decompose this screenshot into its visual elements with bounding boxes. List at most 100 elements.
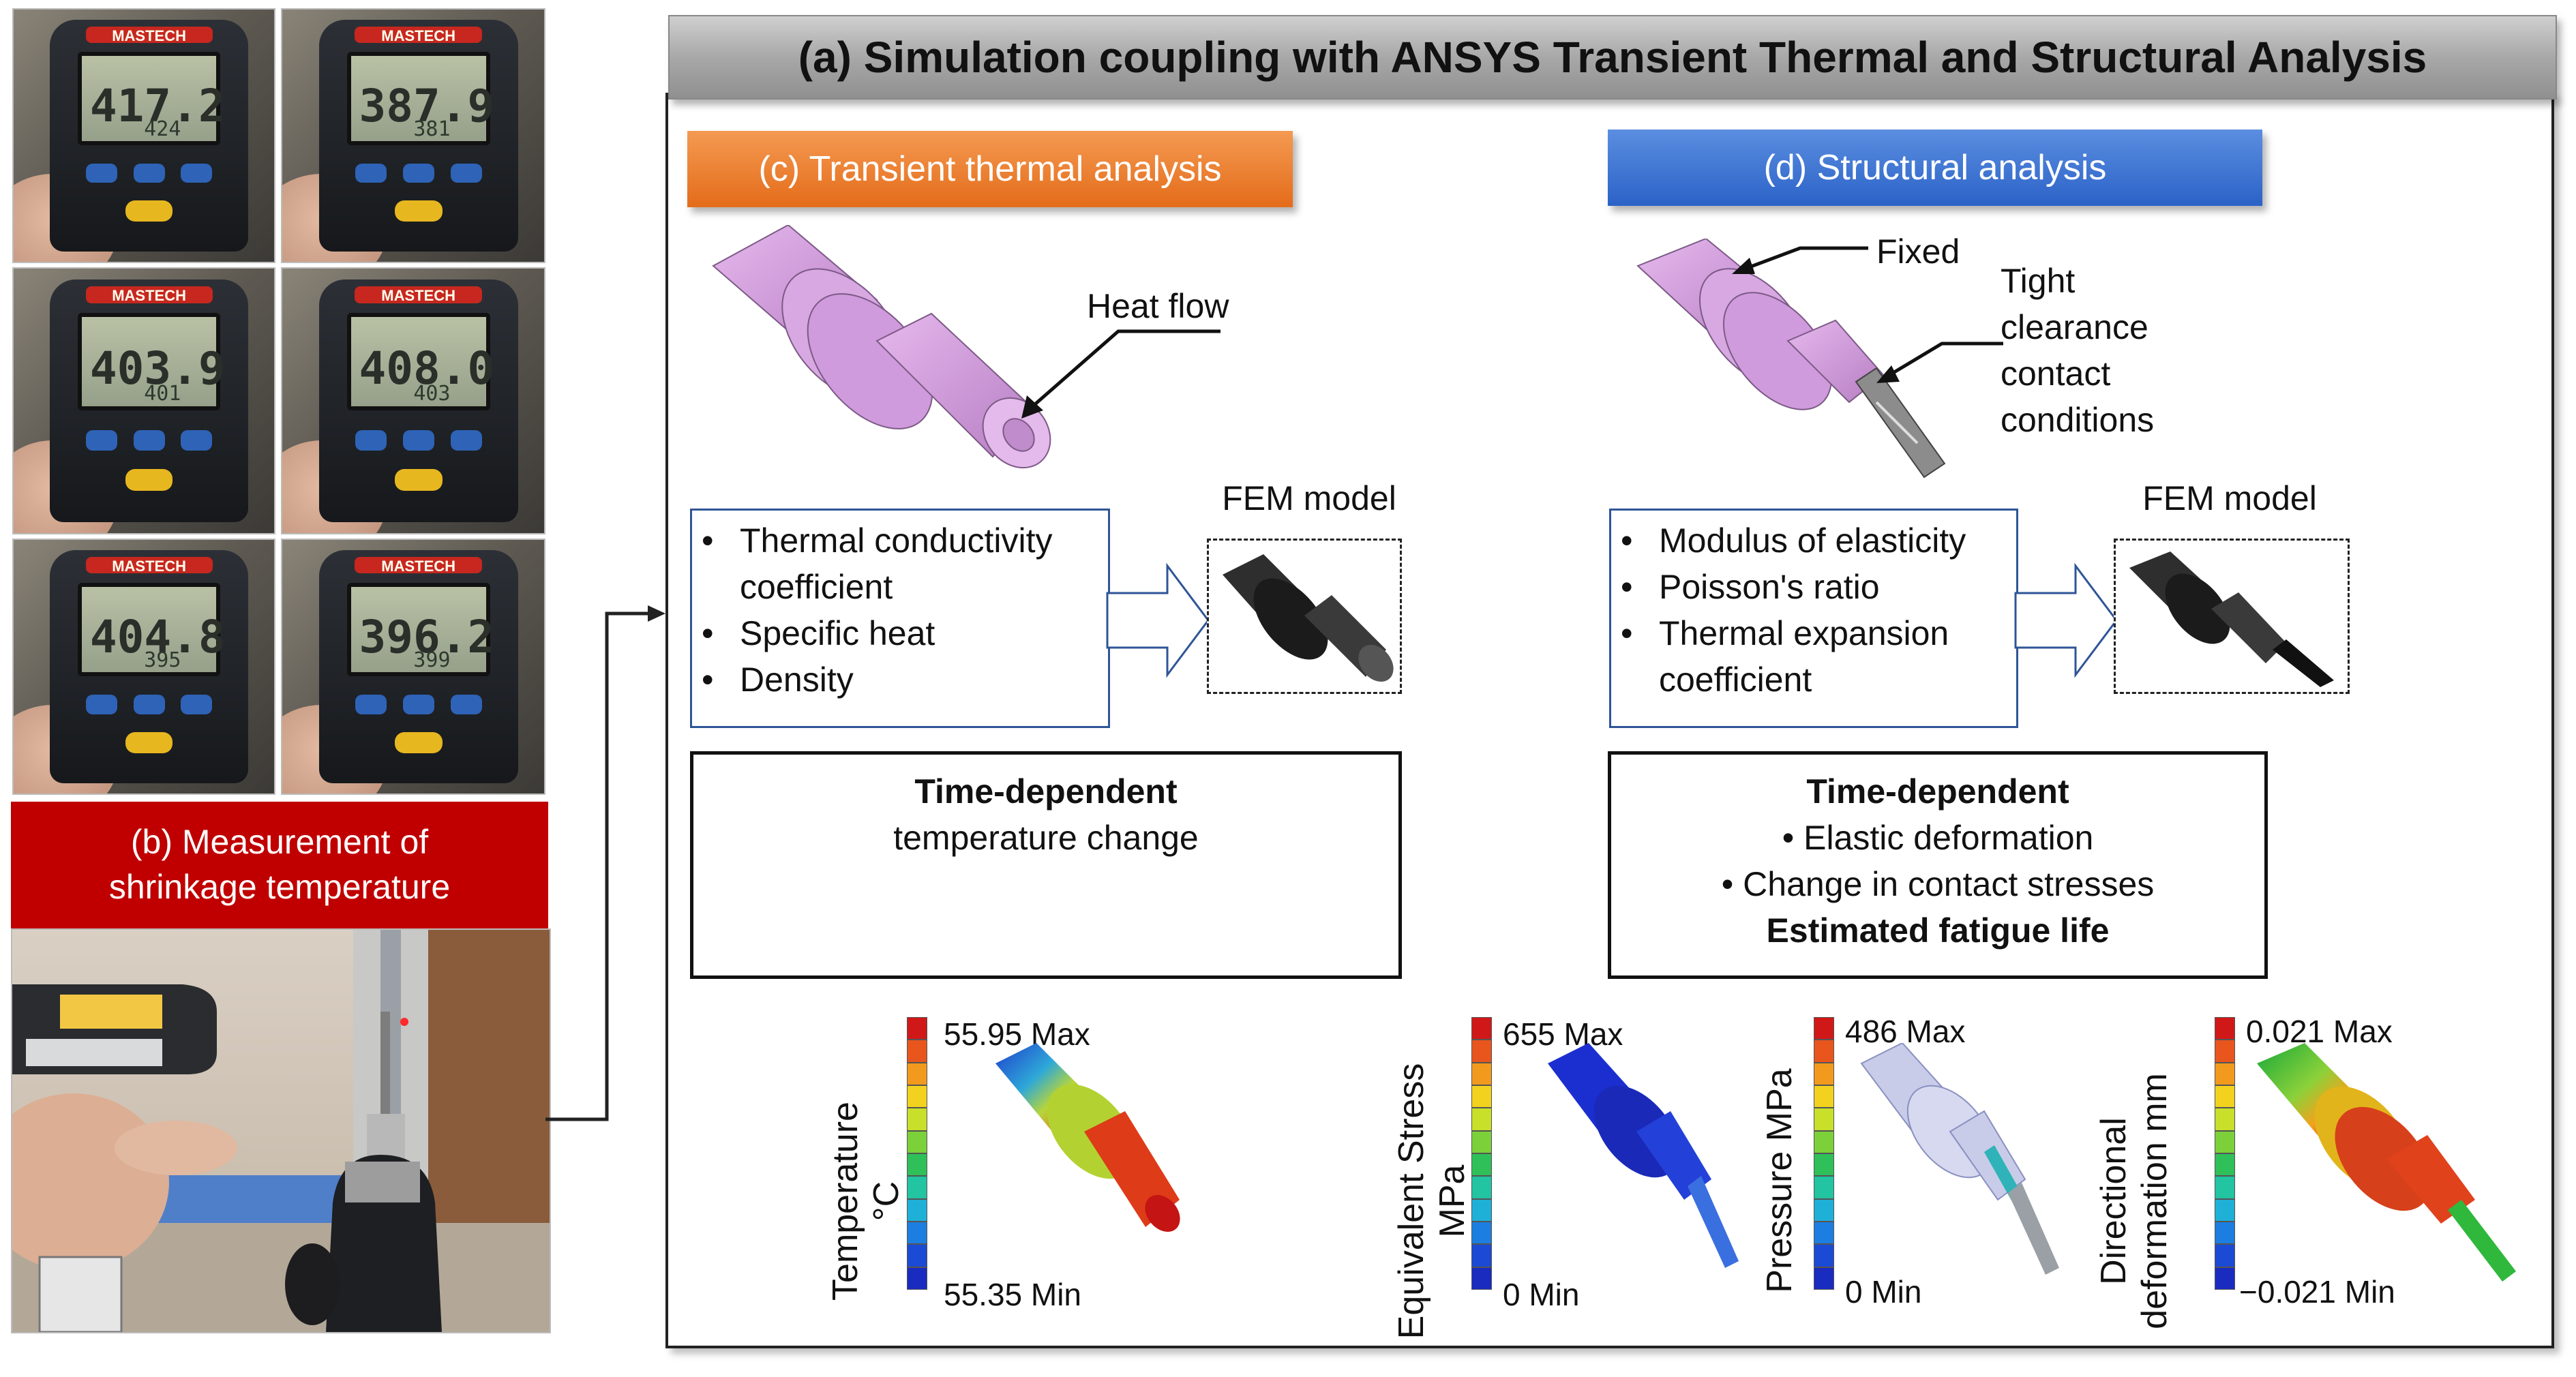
ir-thermometer-icon: MASTECH 387.9 381 (318, 19, 518, 252)
thermal-properties-box: •Thermal conductivity coefficient •Speci… (690, 509, 1110, 728)
contact-line: conditions (2001, 401, 2155, 439)
legend-swatch (1814, 1153, 1834, 1177)
bullet: • (1621, 521, 1633, 560)
stress-color-legend-icon (1471, 1017, 1492, 1290)
legend-unit: °C (867, 1181, 906, 1222)
pressure-axis-label: Pressure MPa (1759, 1065, 1800, 1297)
legend-label: Temperature (826, 1102, 865, 1301)
fem-mesh-icon (2129, 551, 2334, 687)
fixed-label: Fixed (1876, 232, 1960, 271)
legend-swatch (2215, 1153, 2235, 1177)
fem-mesh-icon (1223, 554, 1394, 682)
legend-max: 486 Max (1845, 1014, 1966, 1049)
legend-swatch (907, 1267, 927, 1290)
legend-swatch (1814, 1222, 1834, 1245)
structural-result-box: Time-dependent • Elastic deformation • C… (1608, 751, 2268, 979)
fem-model-box (2114, 539, 2350, 694)
structural-result-item: Elastic deformation (1803, 819, 2094, 857)
legend-swatch (907, 1130, 927, 1153)
structural-property: coefficient (1659, 661, 1812, 699)
stress-axis-label: Equivalent Stress MPa (1391, 1051, 1473, 1351)
legend-unit: deformation mm (2135, 1073, 2174, 1329)
bullet: • (1721, 865, 1734, 903)
ir-thermometer-icon: MASTECH 403.9 401 (50, 279, 248, 523)
legend-swatch (2215, 1017, 2235, 1040)
legend-swatch (2215, 1040, 2235, 1063)
legend-swatch (907, 1153, 927, 1177)
legend-swatch (2215, 1130, 2235, 1153)
meter-reading: 387.9 (359, 80, 495, 133)
structural-result-fatigue: Estimated fatigue life (1766, 911, 2110, 950)
legend-swatch (1814, 1108, 1834, 1131)
fem-model-box (1207, 539, 1402, 694)
ir-thermometer-icon: MASTECH 396.2 399 (318, 549, 518, 784)
legend-swatch (907, 1062, 927, 1085)
legend-label: Pressure MPa (1760, 1068, 1799, 1293)
legend-swatch (907, 1198, 927, 1222)
legend-min: −0.021 Min (2239, 1274, 2395, 1310)
legend-swatch (1471, 1176, 1492, 1199)
legend-swatch (1814, 1085, 1834, 1108)
legend-swatch (1471, 1198, 1492, 1222)
contact-conditions-label: Tight clearance contact conditions (2001, 258, 2154, 443)
hollow-arrow-icon (1106, 562, 1210, 678)
legend-swatch (2215, 1267, 2235, 1290)
pressure-color-legend-icon (1814, 1017, 1834, 1290)
legend-swatch (2215, 1085, 2235, 1108)
legend-swatch (907, 1244, 927, 1267)
fem-model-label: FEM model (2142, 479, 2317, 517)
legend-min: 55.35 Min (944, 1277, 1082, 1312)
contact-line: clearance (2001, 308, 2148, 346)
hollow-arrow-icon (2014, 562, 2118, 678)
thermal-property: Thermal conductivity (740, 521, 1053, 560)
deformation-axis-label: Directional deformation mm (2093, 1065, 2175, 1337)
tab-structural: (d) Structural analysis (1608, 130, 2262, 206)
legend-min: 0 Min (1845, 1274, 1922, 1310)
structural-properties-box: •Modulus of elasticity •Poisson's ratio … (1609, 509, 2018, 728)
measurement-label-line2: shrinkage temperature (108, 868, 451, 906)
measurement-label: (b) Measurement of shrinkage temperature (11, 802, 548, 928)
legend-swatch (1471, 1062, 1492, 1085)
meter-sub-reading: 395 (144, 648, 181, 672)
legend-swatch (1471, 1267, 1492, 1290)
bullet: • (702, 661, 714, 699)
legend-swatch (1814, 1130, 1834, 1153)
legend-swatch (1814, 1017, 1834, 1040)
legend-swatch (907, 1017, 927, 1040)
legend-swatch (1471, 1040, 1492, 1063)
meter-brand: MASTECH (85, 27, 213, 44)
legend-swatch (907, 1040, 927, 1063)
meter-brand: MASTECH (355, 27, 483, 44)
legend-swatch (2215, 1244, 2235, 1267)
thermal-result-title: Time-dependent (914, 772, 1178, 811)
legend-swatch (1814, 1267, 1834, 1290)
bullet: • (702, 521, 714, 560)
legend-swatch (1471, 1153, 1492, 1177)
thermal-property: coefficient (740, 568, 893, 606)
meter-reading: 396.2 (359, 610, 495, 663)
structural-property: Poisson's ratio (1659, 568, 1880, 606)
contact-line: Tight (2001, 262, 2076, 300)
meter-brand: MASTECH (85, 286, 213, 304)
legend-max: 0.021 Max (2246, 1014, 2393, 1049)
bullet: • (1621, 568, 1633, 606)
legend-swatch (2215, 1108, 2235, 1131)
legend-swatch (1471, 1130, 1492, 1153)
structural-result-item: Change in contact stresses (1743, 865, 2155, 903)
meter-photo-6: MASTECH 396.2 399 (281, 539, 545, 795)
heat-flow-label: Heat flow (1087, 287, 1229, 325)
legend-swatch (2215, 1062, 2235, 1085)
setup-illustration (12, 930, 550, 1332)
meter-sub-reading: 403 (413, 381, 451, 406)
meter-sub-reading: 399 (413, 648, 451, 672)
ir-thermometer-icon: MASTECH 404.8 395 (50, 549, 248, 784)
meter-reading: 403.9 (89, 342, 226, 395)
measurement-label-line1: (b) Measurement of (130, 823, 429, 861)
legend-swatch (907, 1222, 927, 1245)
meter-brand: MASTECH (355, 286, 483, 304)
meter-photo-5: MASTECH 404.8 395 (12, 539, 275, 795)
tool-holder-with-cutter-icon (1636, 239, 1946, 479)
structural-property: Thermal expansion (1659, 614, 1949, 652)
meter-sub-reading: 401 (144, 381, 181, 406)
meter-photo-2: MASTECH 387.9 381 (281, 8, 545, 263)
